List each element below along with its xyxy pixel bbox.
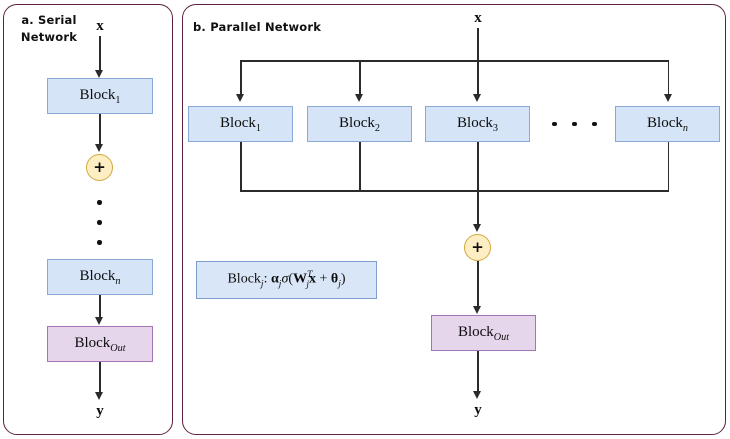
formula-plus: + (319, 271, 328, 287)
formula-prefix: Block (227, 271, 261, 287)
parallel-input-label: x (474, 10, 482, 26)
parallel-block-out-label: Block (457, 323, 494, 340)
formula-theta-subscript: j (338, 279, 341, 290)
parallel-block-1-label: Block (220, 114, 256, 131)
formula-alpha: α (270, 271, 279, 287)
parallel-fanout-bus (240, 60, 669, 62)
parallel-block-out: BlockOut (431, 315, 536, 351)
parallel-drop-to-block-1 (240, 60, 242, 98)
serial-sum-label: + (93, 158, 106, 176)
parallel-arrow-block-1 (236, 94, 245, 102)
parallel-edge-sum-to-out (477, 261, 479, 310)
parallel-riser-block-3 (477, 142, 479, 191)
serial-block-out-subscript: Out (110, 342, 126, 354)
serial-arrow-block-out (95, 317, 104, 325)
serial-block-1: Block1 (47, 78, 153, 114)
panel-serial-title: a. Serial Network (20, 13, 78, 44)
parallel-arrow-output (473, 391, 482, 399)
parallel-riser-block-1 (240, 142, 242, 191)
parallel-sum-label: + (471, 238, 484, 256)
formula-theta: θ (330, 271, 339, 287)
formula-alpha-subscript: j (278, 279, 282, 290)
parallel-ellipsis-dot (572, 121, 577, 127)
parallel-arrow-block-n (663, 94, 672, 102)
serial-block-out: BlockOut (47, 326, 153, 362)
panel-parallel-title: b. Parallel Network (193, 20, 322, 34)
parallel-arrow-sum (473, 224, 482, 232)
parallel-block-2-label: Block (339, 114, 375, 131)
parallel-sum-node: + (464, 234, 491, 261)
parallel-block-out-subscript: Out (493, 331, 510, 343)
serial-arrow-block1 (95, 70, 104, 78)
serial-ellipsis-dot (97, 240, 102, 245)
serial-edge-out-to-y (99, 362, 101, 396)
parallel-riser-block-2 (359, 142, 361, 191)
serial-ellipsis-dot (97, 220, 102, 225)
parallel-edge-input-down (477, 28, 479, 61)
parallel-block-3-subscript: 3 (492, 122, 498, 134)
panel-parallel-network (182, 4, 726, 435)
parallel-block-3: Block3 (425, 106, 530, 142)
parallel-arrow-block-3 (473, 94, 482, 102)
parallel-block-2-subscript: 2 (374, 122, 380, 134)
serial-block-out-label: Block (74, 334, 111, 351)
parallel-drop-to-block-2 (359, 60, 361, 98)
serial-input-label: x (96, 18, 104, 34)
parallel-output-label: y (474, 402, 482, 418)
serial-sum-node: + (86, 154, 113, 181)
parallel-riser-block-n (667, 142, 670, 191)
parallel-arrow-block-2 (355, 94, 364, 102)
parallel-edge-bus-to-sum (477, 190, 479, 228)
parallel-ellipsis-dot (592, 121, 597, 127)
serial-edge-blockn-to-out (99, 295, 101, 321)
parallel-block-n-subscript: n (682, 122, 688, 134)
parallel-edge-out-to-y (477, 351, 479, 395)
parallel-block-1: Block1 (188, 106, 293, 142)
formula-weight-superscript: T (307, 270, 313, 281)
serial-edge-input-to-block1 (99, 36, 101, 74)
serial-output-label: y (96, 403, 104, 419)
panel-serial-network (3, 4, 173, 435)
formula-close-paren: ) (340, 271, 346, 287)
formula-weight: W (293, 271, 308, 287)
serial-block-1-subscript: 1 (115, 94, 121, 106)
parallel-block-n: Blockn (615, 106, 720, 142)
formula-weight-subscript: j (306, 279, 309, 290)
parallel-block-formula-legend: Blockj: αjσ(WTjx + θj) (196, 261, 377, 299)
parallel-merge-bus (240, 190, 669, 192)
formula-colon: : (263, 271, 268, 287)
parallel-block-n-label: Block (647, 114, 683, 131)
serial-block-n-subscript: n (115, 275, 121, 287)
serial-ellipsis-dot (97, 200, 102, 205)
serial-block-n-label: Block (79, 267, 116, 284)
parallel-arrow-block-out (473, 306, 482, 314)
serial-block-1-label: Block (79, 86, 116, 103)
formula-input: x (308, 271, 316, 287)
parallel-block-1-subscript: 1 (255, 122, 261, 134)
formula-prefix-subscript: j (260, 279, 264, 290)
parallel-ellipsis-dot (552, 121, 557, 127)
serial-arrow-sum (95, 144, 104, 152)
serial-edge-block1-to-sum (99, 114, 101, 148)
parallel-block-3-label: Block (457, 114, 493, 131)
serial-arrow-output (95, 392, 104, 400)
formula-sigma: σ (281, 271, 289, 287)
formula-open-paren: ( (288, 271, 294, 287)
serial-block-n: Blockn (47, 259, 153, 295)
parallel-block-2: Block2 (307, 106, 412, 142)
parallel-drop-to-block-n (667, 60, 670, 98)
parallel-drop-to-block-3 (477, 60, 479, 98)
